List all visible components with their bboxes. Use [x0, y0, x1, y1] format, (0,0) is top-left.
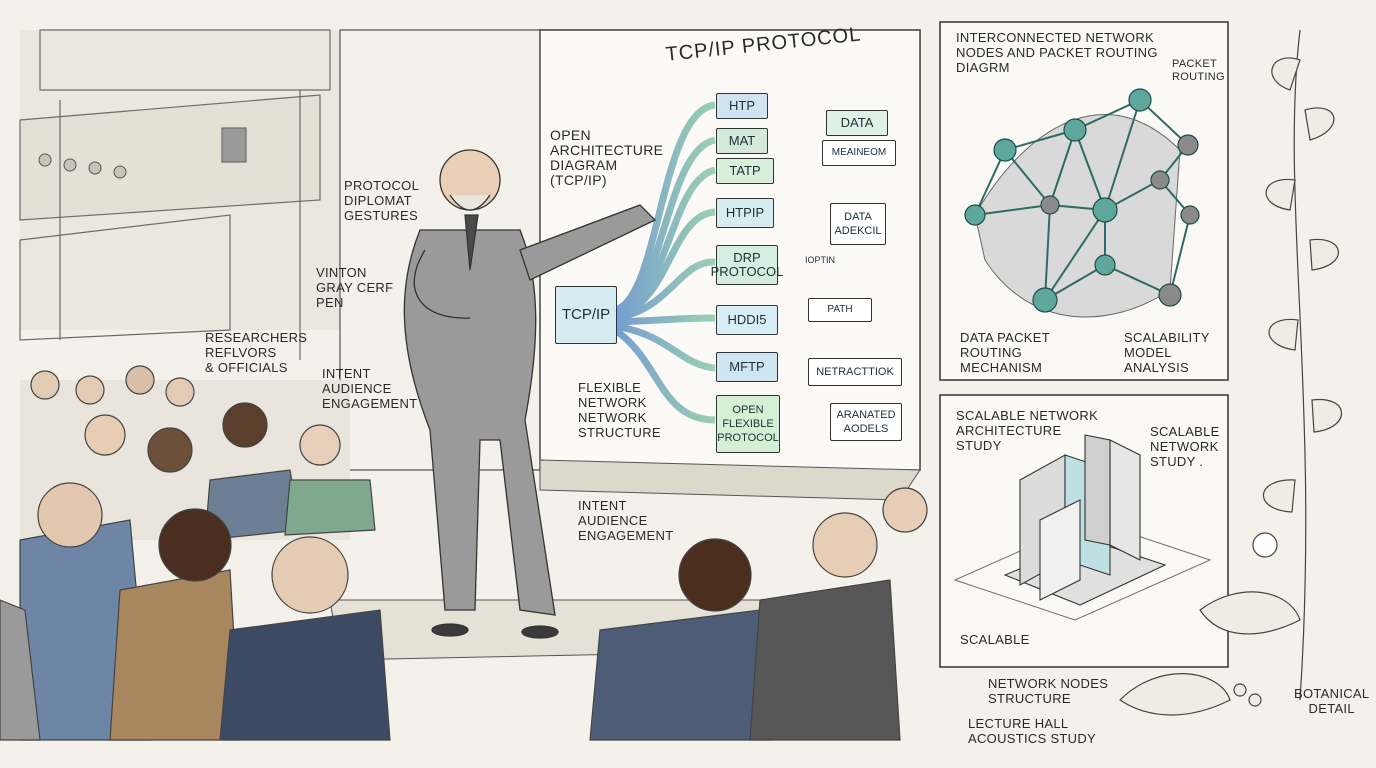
isometric-building [953, 434, 1212, 621]
speaker-figure [403, 149, 657, 639]
side-box-data: DATA [826, 110, 888, 136]
flexible-network-label: FLEXIBLE NETWORK NETWORK STRUCTURE [578, 380, 661, 440]
audience-engagement-label-1: INTENT AUDIENCE ENGAGEMENT [322, 366, 418, 411]
botanical-detail-label: BOTANICAL DETAIL [1294, 686, 1370, 716]
side-box-ioptin: IOPTIN [804, 255, 835, 265]
layer-box-6: HDDI5 [716, 305, 778, 335]
balcony-audience [38, 153, 127, 179]
scalable-label: SCALABLE [960, 632, 1030, 647]
layer-box-4: HTPIP [716, 198, 774, 228]
protocol-gestures-label: PROTOCOL DIPLOMAT GESTURES [344, 178, 420, 223]
layer-box-5: DRP PROTOCOL [711, 245, 783, 285]
side-box-netracttiok: NETRACTTIOK [808, 358, 902, 386]
scalable-network-study-label: SCALABLE NETWORK STUDY . [1150, 424, 1220, 469]
data-packet-label: DATA PACKET ROUTING MECHANISM [960, 330, 1050, 375]
seated-audience [0, 365, 928, 741]
layer-box-8: OPEN FLEXIBLE PROTOCOL [716, 395, 780, 453]
network-graph [964, 88, 1200, 318]
side-box-aranated: ARANATED AODELS [830, 403, 902, 441]
side-box-meaineom: MEAINEOM [822, 140, 896, 166]
open-architecture-label: OPEN ARCHITECTURE DIAGRAM (TCP/IP) [550, 127, 664, 188]
audience-engagement-label-2: INTENT AUDIENCE ENGAGEMENT [578, 498, 674, 543]
network-nodes-structure-label: NETWORK NODES STRUCTURE [988, 676, 1109, 706]
side-box-data-adekcil: DATA ADEKCIL [830, 203, 886, 245]
layer-box-3: TATP [716, 158, 774, 184]
researchers-label: RESEARCHERS REFLVORS & OFFICIALS [205, 330, 308, 375]
packet-routing-label: PACKET ROUTING [1172, 58, 1225, 83]
scalability-label: SCALABILITY MODEL ANALYSIS [1124, 330, 1210, 375]
side-box-path: PATH [808, 298, 872, 322]
layer-box-7: MFTP [716, 352, 778, 382]
botanical-detail-art [1119, 29, 1342, 716]
tcpip-hub-box: TCP/IP [555, 286, 617, 344]
layer-box-1: HTP [716, 93, 768, 119]
architecture-panel-title: SCALABLE NETWORK ARCHITECTURE STUDY [956, 408, 1099, 453]
protocol-flow-lines [613, 101, 717, 424]
acoustics-label: LECTURE HALL ACOUSTICS STUDY [968, 716, 1097, 746]
speaker-pen-label: VINTON GRAY CERF PEN [316, 265, 394, 310]
layer-box-2: MAT [716, 128, 768, 154]
network-panel-title: INTERCONNECTED NETWORK NODES AND PACKET … [956, 30, 1158, 75]
